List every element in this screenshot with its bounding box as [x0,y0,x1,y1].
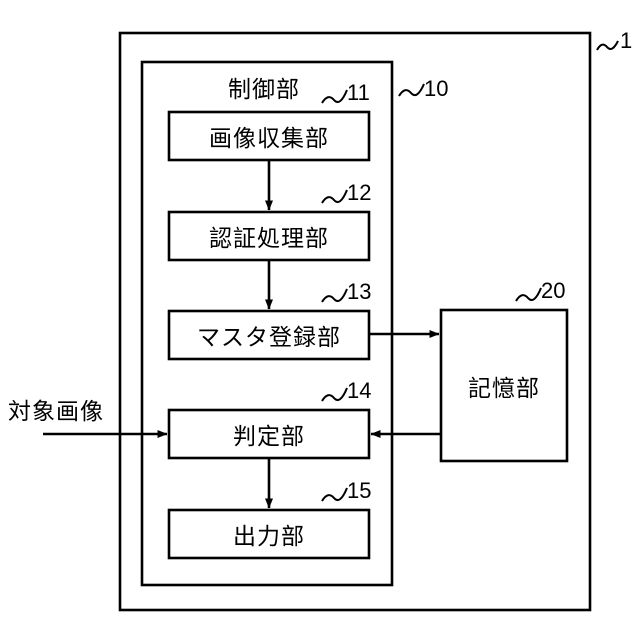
leader-squiggle-ref-10 [398,83,425,97]
leader-squiggle-ref-1 [596,40,619,51]
block-label-storage-unit: 記憶部 [468,374,540,401]
ref-num-20: 20 [541,278,566,303]
leader-squiggle-ref-14 [321,387,348,402]
ref-num-1: 1 [620,28,633,53]
control-unit-title: 制御部 [228,76,300,102]
leader-squiggle-ref-11 [321,89,348,104]
block-label-output: 出力部 [233,523,305,549]
leader-squiggle-ref-13 [321,288,348,303]
ref-num-10: 10 [424,76,449,101]
leader-squiggle-ref-12 [321,189,348,204]
ref-num-14: 14 [347,378,372,403]
block-label-master-registration: マスタ登録部 [197,324,341,350]
block-label-image-collection: 画像収集部 [209,125,329,151]
block-master-registration [167,309,371,361]
block-determination [167,408,371,460]
block-storage-unit [439,308,569,463]
block-label-determination: 判定部 [233,423,305,449]
outer-system-box [118,31,592,612]
control-unit-box [140,60,394,587]
block-output [167,508,371,560]
block-image-collection [167,110,371,162]
ref-num-11: 11 [347,80,370,105]
ref-num-13: 13 [347,279,372,304]
input-signal-label: 対象画像 [8,398,104,424]
ref-num-15: 15 [347,478,372,503]
block-label-auth-processing: 認証処理部 [209,225,329,251]
ref-num-12: 12 [347,180,372,205]
leader-squiggle-ref-15 [321,487,348,502]
leader-squiggle-ref-20 [515,287,542,302]
